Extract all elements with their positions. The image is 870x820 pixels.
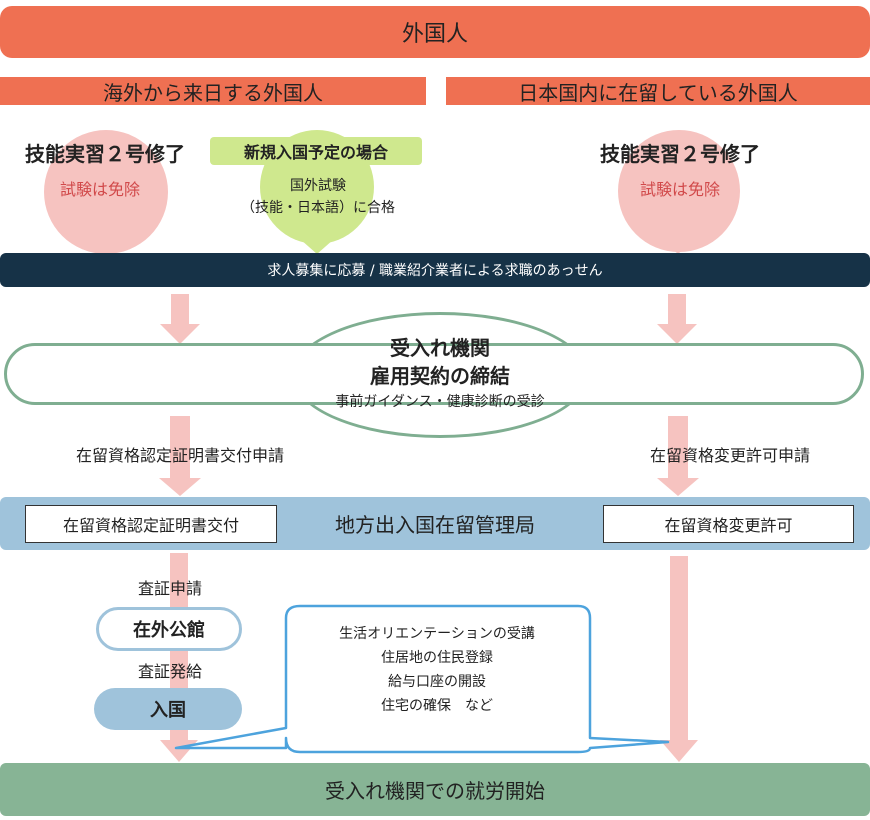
embassy-label: 在外公館 (133, 620, 205, 641)
employer-line3: 事前ガイダンス・健康診断の受診 (335, 394, 545, 410)
left-circle-title: 技能実習２号修了 (25, 142, 185, 166)
right-circle-note: 試験は免除 (639, 180, 720, 199)
right-stem (670, 556, 688, 743)
left-arrow-to-immigration (159, 416, 201, 496)
domestic-header: 日本国内に在留している外国人 (446, 77, 870, 105)
entry-box: 入国 (94, 688, 242, 730)
overseas-header: 海外から来日する外国人 (0, 77, 426, 105)
overseas-exam-line2: （技能・日本語）に合格 (241, 200, 395, 216)
visa-issue-label: 査証発給 (137, 662, 202, 681)
coe-issued-label: 在留資格認定証明書交付 (62, 516, 239, 535)
status-change-application-label: 在留資格変更許可申請 (649, 446, 810, 465)
immigration-center: 地方出入国在留管理局 (280, 497, 590, 550)
employer-text: 受入れ機関 雇用契約の締結 事前ガイダンス・健康診断の受診 (260, 322, 620, 426)
top-title-bar: 外国人 (0, 6, 870, 58)
overseas-exam-line1: 国外試験 (290, 178, 346, 194)
left-circle-note: 試験は免除 (59, 180, 140, 199)
job-matching-label: 求人募集に応募 / 職業紹介業者による求職のあっせん (267, 263, 603, 279)
coe-application-label: 在留資格認定証明書交付申請 (75, 446, 284, 465)
right-circle-title: 技能実習２号修了 (600, 142, 760, 166)
overseas-header-label: 海外から来日する外国人 (103, 80, 323, 105)
left-arrow-to-employer (160, 294, 200, 344)
job-matching-bar: 求人募集に応募 / 職業紹介業者による求職のあっせん (0, 253, 870, 287)
callout-item: 生活オリエンテーションの受講 (339, 626, 535, 642)
employer-line2: 雇用契約の締結 (370, 364, 510, 388)
embassy-box: 在外公館 (96, 607, 242, 651)
employment-start-bar: 受入れ機関での就労開始 (0, 763, 870, 816)
callout-item: 住居地の住民登録 (381, 650, 493, 666)
right-arrow-to-employer (657, 294, 697, 344)
status-change-permit-label: 在留資格変更許可 (664, 516, 793, 535)
top-title: 外国人 (401, 22, 468, 47)
left-circle-arrow (72, 218, 122, 254)
left-stem-arrow (160, 740, 198, 762)
callout-item: 給与口座の開設 (388, 674, 486, 690)
immigration-center-label: 地方出入国在留管理局 (335, 513, 535, 537)
left-circle-title-wrap: 技能実習２号修了 (0, 138, 210, 167)
domestic-header-label: 日本国内に在留している外国人 (518, 80, 798, 105)
callout-list: 生活オリエンテーションの受講 住居地の住民登録 給与口座の開設 住宅の確保 など (287, 622, 587, 718)
right-circle-title-wrap: 技能実習２号修了 (560, 138, 800, 167)
employer-line1: 受入れ機関 (390, 336, 490, 360)
new-entry-tag-label: 新規入国予定の場合 (243, 143, 388, 162)
status-change-permit-box: 在留資格変更許可 (603, 505, 854, 543)
green-circle-arrow (292, 212, 342, 254)
entry-label: 入国 (150, 700, 186, 721)
callout-item: 住宅の確保 など (381, 698, 493, 714)
visa-apply-label: 査証申請 (137, 579, 202, 598)
employment-start-label: 受入れ機関での就労開始 (325, 779, 545, 803)
employer-oval-cover (296, 346, 584, 402)
right-arrow-to-immigration (657, 416, 699, 496)
right-stem-arrow (660, 740, 698, 762)
coe-issued-box: 在留資格認定証明書交付 (25, 505, 277, 543)
right-circle-arrow (653, 218, 703, 254)
new-entry-tag: 新規入国予定の場合 (210, 137, 422, 165)
callout-bubble (174, 604, 670, 754)
